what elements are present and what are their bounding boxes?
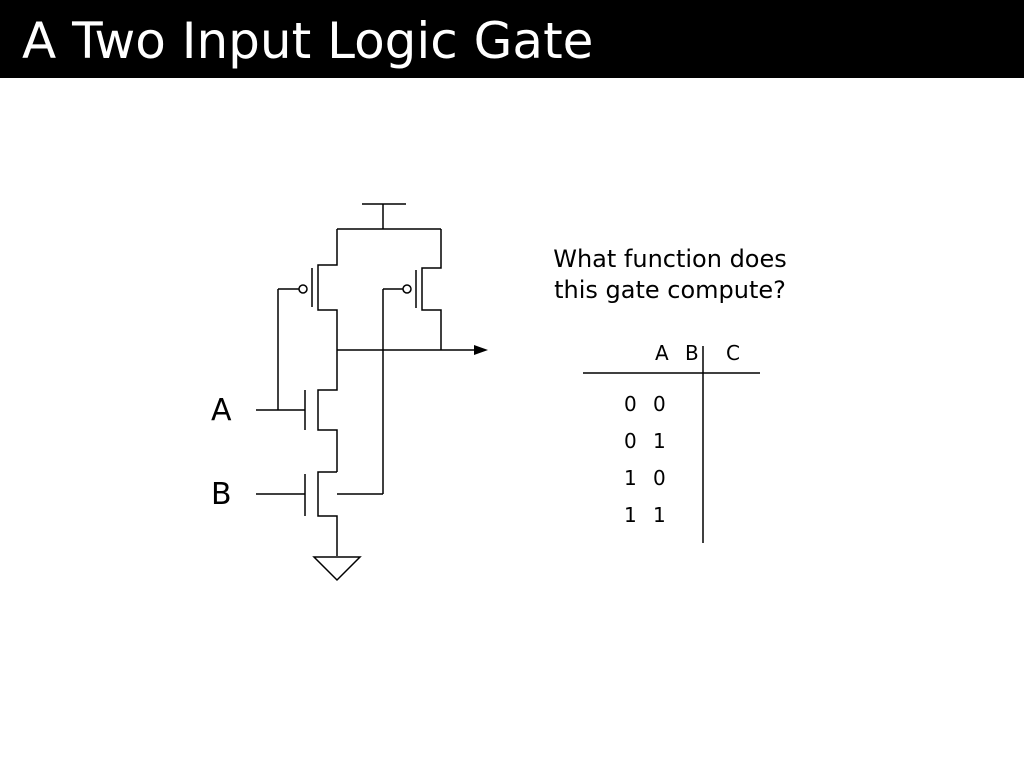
title-bar: A Two Input Logic Gate <box>0 0 1024 78</box>
input-b-label: B <box>211 477 232 512</box>
truth-table-header-b: B <box>685 341 699 365</box>
truth-table-header-a: A <box>655 341 669 365</box>
truth-table-cell: 1 <box>653 429 666 453</box>
output-arrow-icon <box>337 345 488 355</box>
truth-table-cell: 1 <box>624 503 637 527</box>
truth-table-header-c: C <box>726 341 740 365</box>
question-text: What function does this gate compute? <box>520 244 820 306</box>
question-line-1: What function does <box>553 245 787 273</box>
pmos-transistor-icon <box>278 229 338 350</box>
truth-table-cell: 0 <box>653 392 666 416</box>
truth-table-cell: 0 <box>624 429 637 453</box>
nmos-transistor-icon <box>304 471 338 556</box>
truth-table-cell: 0 <box>653 466 666 490</box>
question-line-2: this gate compute? <box>554 276 786 304</box>
truth-table-cell: 0 <box>624 392 637 416</box>
pmos-transistor-icon <box>383 229 442 350</box>
slide-title: A Two Input Logic Gate <box>22 12 594 70</box>
nmos-transistor-icon <box>304 350 338 472</box>
input-a-label: A <box>211 393 232 428</box>
ground-icon <box>312 556 362 582</box>
truth-table-cell: 1 <box>624 466 637 490</box>
truth-table-cell: 1 <box>653 503 666 527</box>
vdd-icon <box>337 203 441 230</box>
